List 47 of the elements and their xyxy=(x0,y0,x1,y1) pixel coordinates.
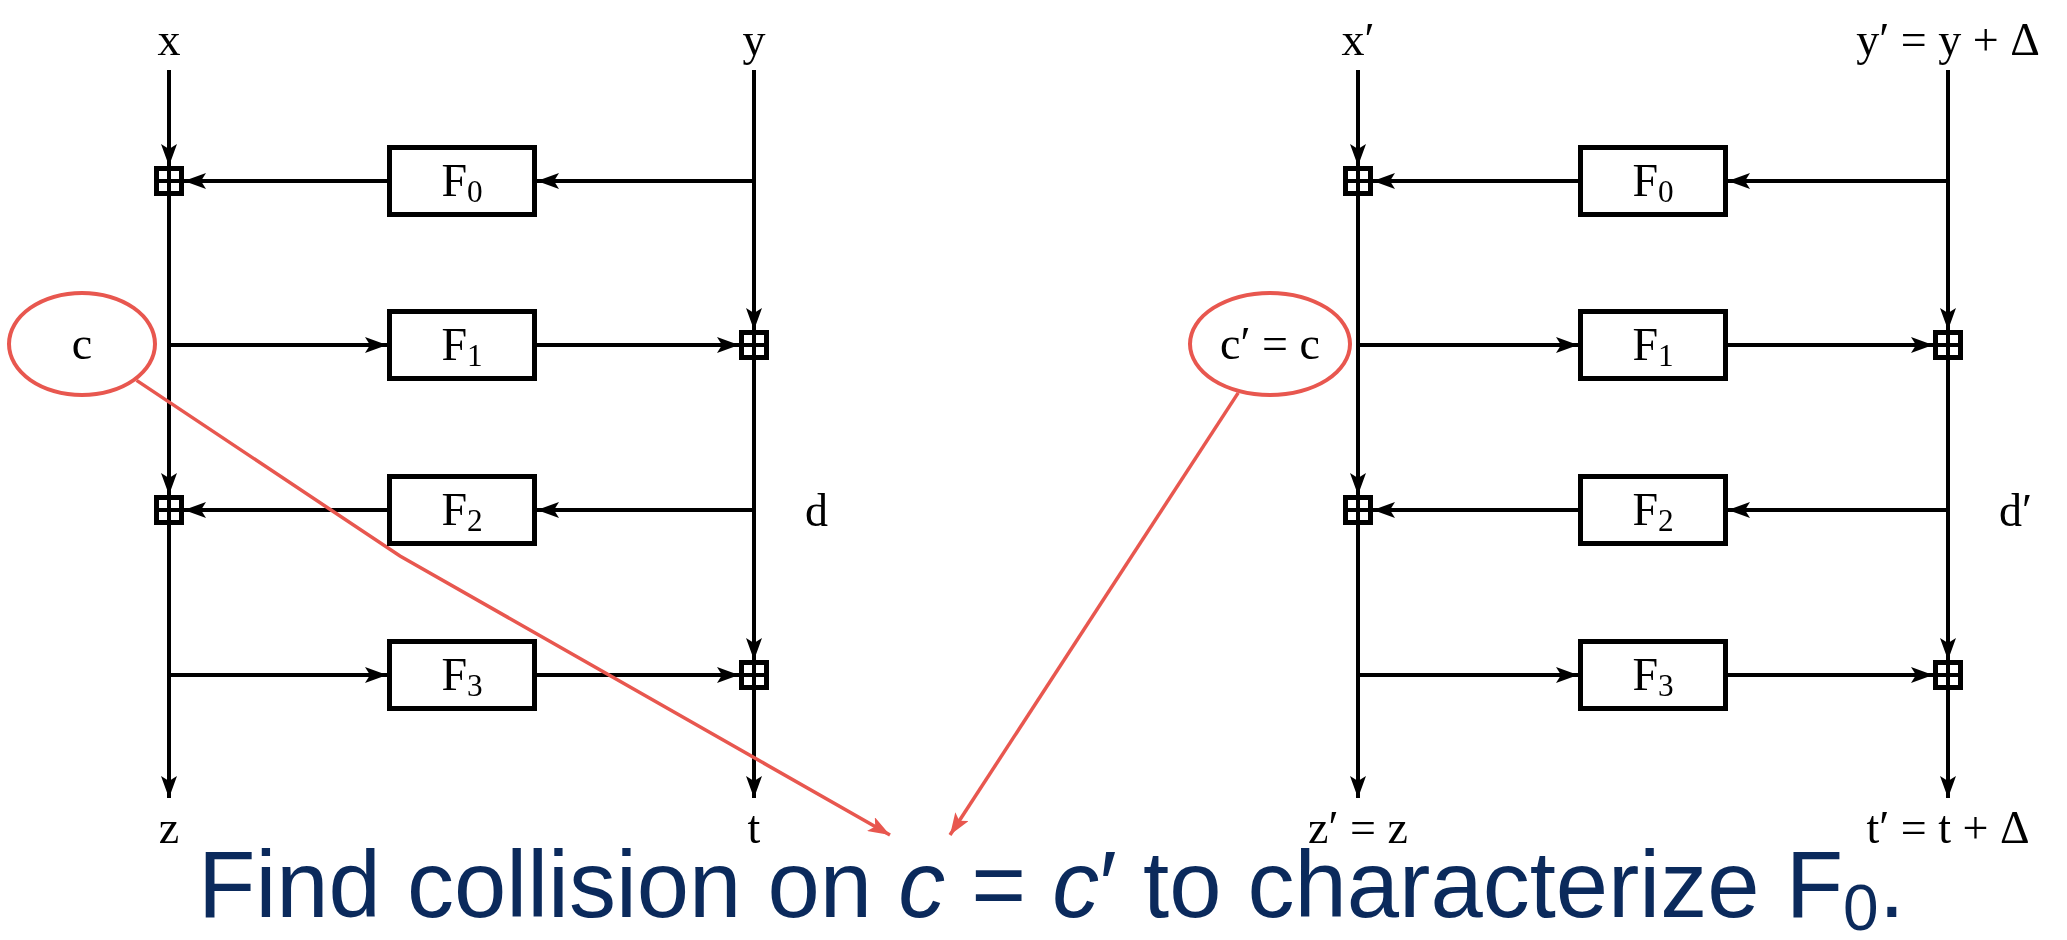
highlight-ellipse: c′ = c xyxy=(1188,291,1352,397)
variable-label: y xyxy=(742,10,766,70)
arrow xyxy=(746,70,762,330)
arrow xyxy=(1940,690,1956,798)
function-box: F$_{3}$ xyxy=(387,639,537,711)
addition-symbol xyxy=(154,166,184,196)
function-box: F$_{2}$ xyxy=(387,474,537,546)
arrow xyxy=(161,70,177,166)
arrow xyxy=(1728,337,1933,353)
arrow xyxy=(746,690,762,798)
arrow xyxy=(1350,70,1366,166)
addition-symbol xyxy=(1343,166,1373,196)
variable-label: x xyxy=(157,10,181,70)
addition-symbol xyxy=(154,495,184,525)
function-box: F$_{0}$ xyxy=(1578,145,1728,217)
function-box: F$_{3}$ xyxy=(1578,639,1728,711)
pointer-arrow xyxy=(135,378,891,837)
arrow xyxy=(1373,173,1578,189)
arrow xyxy=(537,337,739,353)
arrow xyxy=(1728,667,1933,683)
arrow xyxy=(161,196,177,495)
variable-label: t′ = t + Δ xyxy=(1866,798,2030,858)
function-box: F$_{0}$ xyxy=(387,145,537,217)
arrow xyxy=(1350,196,1366,495)
addition-symbol xyxy=(1933,330,1963,360)
arrow xyxy=(184,502,387,518)
variable-label: t xyxy=(747,798,761,858)
variable-label: z xyxy=(158,798,180,858)
arrow xyxy=(1940,70,1956,330)
pointer-arrow xyxy=(948,391,1240,836)
addition-symbol xyxy=(1343,495,1373,525)
arrow xyxy=(184,173,387,189)
arrow xyxy=(161,525,177,798)
variable-label: y′ = y + Δ xyxy=(1856,10,2040,70)
arrow xyxy=(1350,525,1366,798)
highlight-ellipse: c xyxy=(7,291,157,397)
function-box: F$_{1}$ xyxy=(1578,309,1728,381)
arrow xyxy=(537,667,739,683)
addition-symbol xyxy=(1933,660,1963,690)
addition-symbol xyxy=(739,660,769,690)
variable-label: d xyxy=(805,484,828,537)
variable-label: d′ xyxy=(1999,484,2033,537)
variable-label: x′ xyxy=(1341,10,1375,70)
addition-symbol xyxy=(739,330,769,360)
function-box: F$_{1}$ xyxy=(387,309,537,381)
function-box: F$_{2}$ xyxy=(1578,474,1728,546)
arrow xyxy=(1373,502,1578,518)
